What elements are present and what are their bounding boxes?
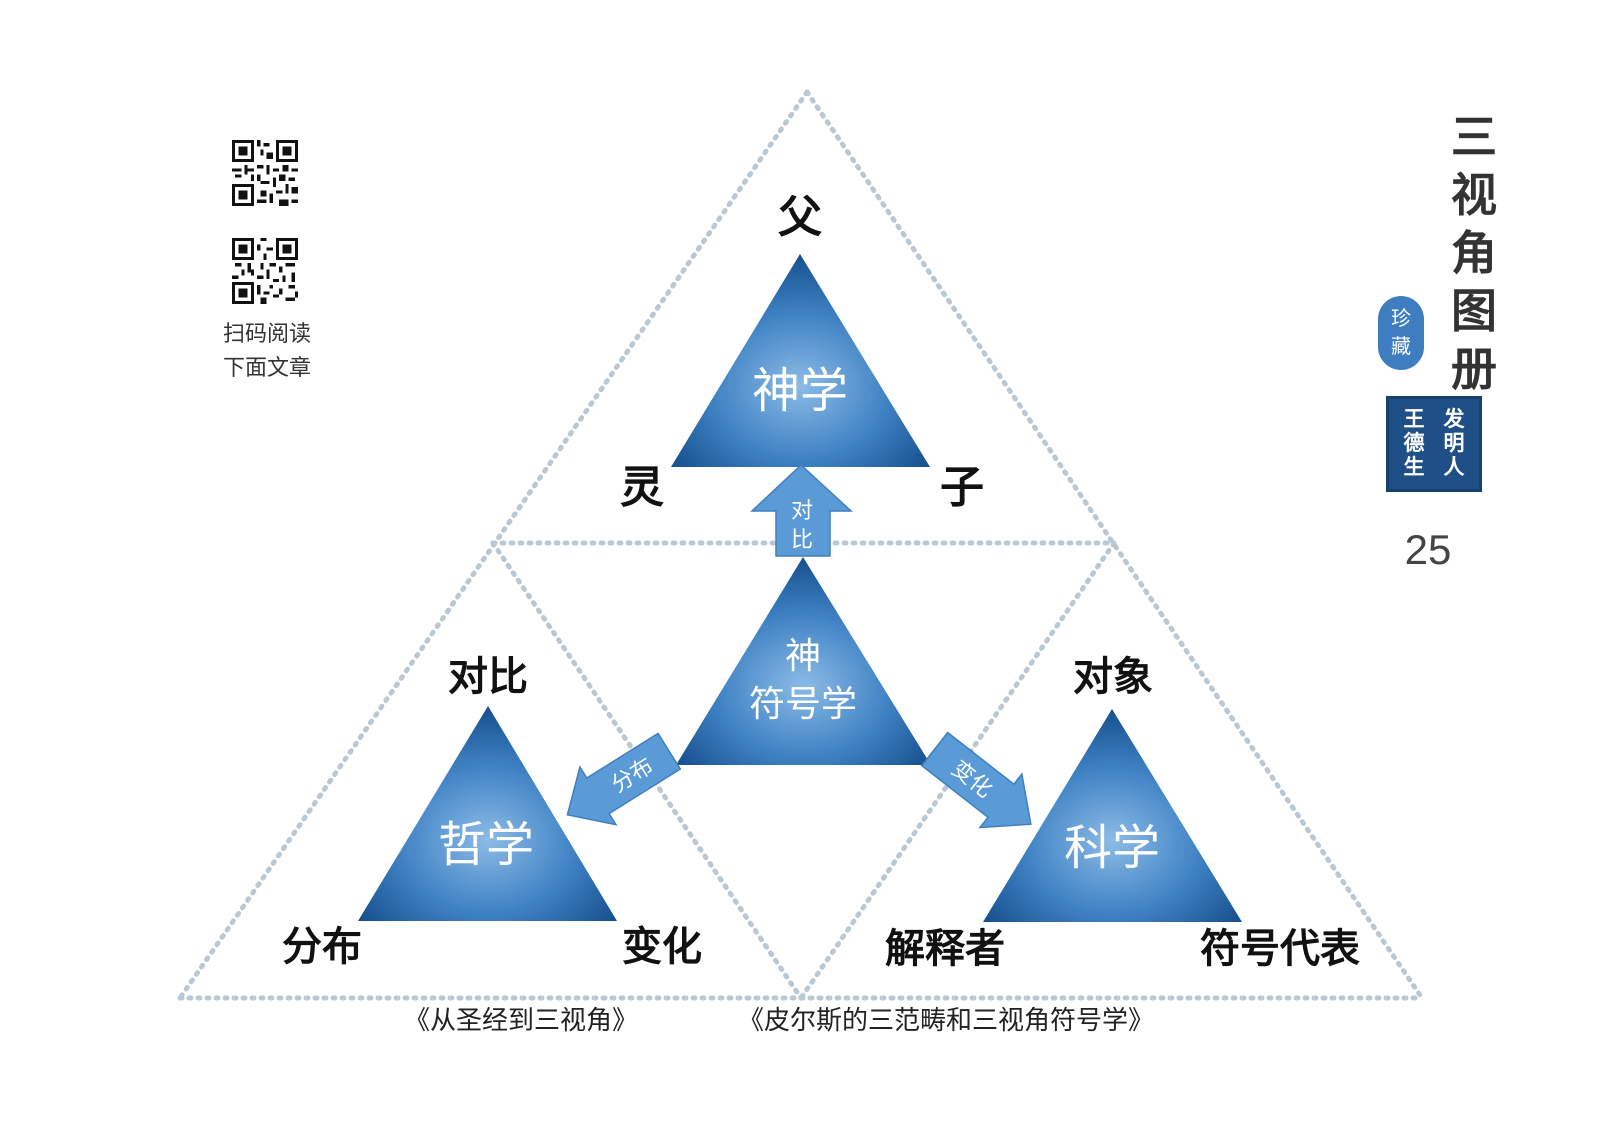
seal-col-right: 发 明 人 — [1441, 407, 1467, 479]
theology-triangle — [671, 254, 930, 467]
seal-col-left: 王 德 生 — [1401, 407, 1427, 479]
semiotics-triangle — [676, 557, 931, 765]
qr-caption-line1: 扫码阅读 — [222, 322, 311, 347]
seal-char: 藏 — [1391, 334, 1411, 358]
seal-char: 珍 — [1391, 306, 1411, 330]
page-number: 25 — [1404, 526, 1452, 573]
inventor-seal: 王 德 生 发 明 人 — [1386, 396, 1482, 492]
qr-code-1[interactable] — [232, 140, 298, 206]
theology-label: 神学 — [752, 363, 848, 419]
caption-right: 《皮尔斯的三范畴和三视角符号学》 — [738, 1006, 1155, 1036]
side-title-char: 角 — [1451, 226, 1497, 280]
side-title-char: 图 — [1451, 284, 1497, 338]
seal-char: 生 — [1403, 455, 1425, 479]
corner-son: 子 — [940, 462, 984, 513]
corner-contrast: 对比 — [448, 654, 528, 700]
corner-variation: 变化 — [622, 924, 702, 970]
left-arrow: 分布 — [566, 732, 682, 826]
up-arrow-text-1: 对 — [791, 499, 813, 524]
corner-representamen: 符号代表 — [1200, 926, 1360, 972]
corner-spirit: 灵 — [620, 462, 664, 513]
corner-distribution: 分布 — [282, 924, 362, 970]
side-title: 三 视 角 图 册 — [1444, 108, 1504, 398]
up-arrow — [750, 463, 853, 557]
qr-caption: 扫码阅读 下面文章 — [212, 318, 322, 386]
corner-object: 对象 — [1073, 654, 1153, 700]
science-label: 科学 — [1064, 820, 1160, 876]
seal-char: 德 — [1403, 431, 1425, 455]
seal-char: 明 — [1443, 431, 1465, 455]
science-triangle — [983, 709, 1242, 922]
up-arrow-text-2: 比 — [791, 528, 813, 553]
right-arrow: 变化 — [920, 731, 1032, 829]
corner-interpretant: 解释者 — [885, 926, 1005, 972]
side-title-char: 册 — [1451, 342, 1497, 396]
qr-caption-line2: 下面文章 — [222, 356, 311, 381]
seal-char: 发 — [1443, 407, 1465, 431]
qr-code-2[interactable] — [232, 238, 298, 304]
philosophy-triangle — [358, 706, 617, 921]
collection-seal: 珍 藏 — [1378, 296, 1424, 370]
seal-char: 人 — [1443, 455, 1465, 479]
side-title-char: 视 — [1451, 168, 1497, 222]
philosophy-label: 哲学 — [438, 817, 534, 873]
side-title-char: 三 — [1451, 110, 1497, 164]
corner-father: 父 — [778, 192, 822, 243]
semiotics-label-line1: 神 — [785, 636, 821, 677]
caption-left: 《从圣经到三视角》 — [404, 1006, 639, 1036]
semiotics-label-line2: 符号学 — [749, 684, 857, 725]
seal-char: 王 — [1403, 407, 1425, 431]
